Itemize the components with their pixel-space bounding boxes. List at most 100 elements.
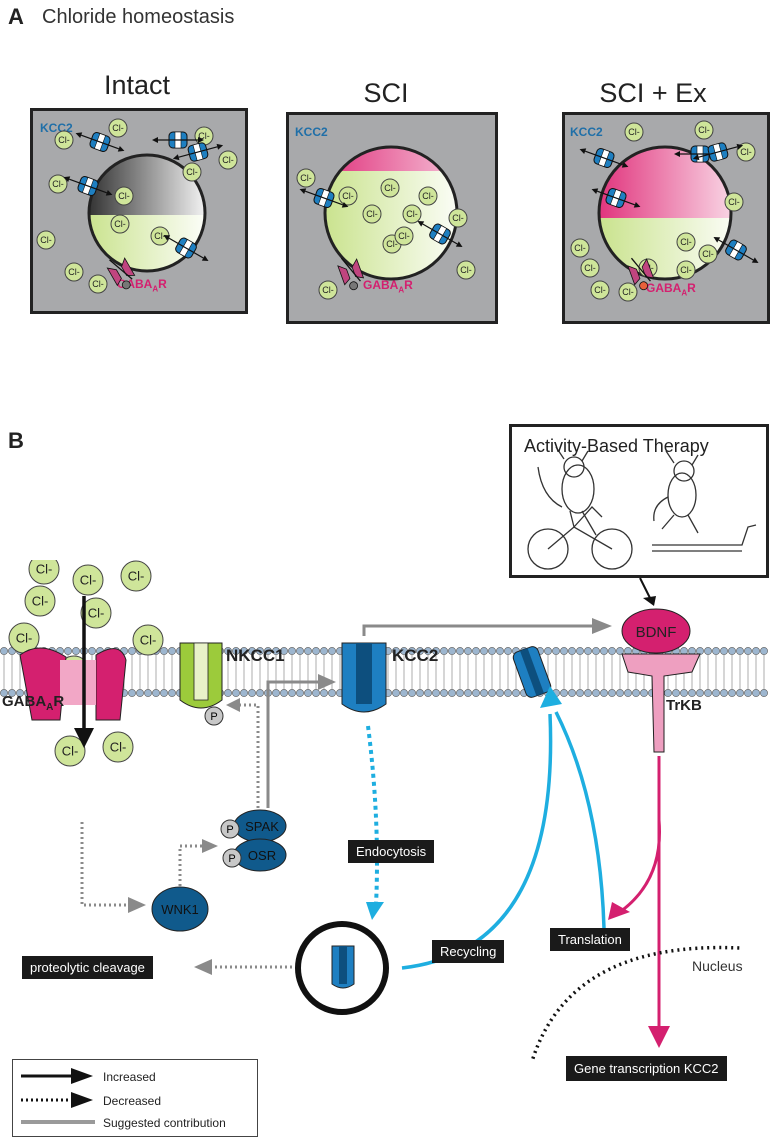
chloride-ion: Cl- <box>296 168 316 188</box>
chloride-ion: Cl- <box>724 192 744 212</box>
wnk1-to-spak-arrowhead <box>202 839 218 853</box>
chloride-ion-label: Cl- <box>406 209 418 219</box>
chloride-ion-label: Cl- <box>114 219 126 229</box>
legend-increased: Increased <box>103 1070 156 1084</box>
kcc2-transporter-icon <box>172 142 224 162</box>
wnk1-label: WNK1 <box>161 902 199 917</box>
gene-transcription-label: Gene transcription KCC2 <box>566 1056 727 1081</box>
chloride-ion-label: Cl- <box>40 235 52 245</box>
chloride-ion: Cl- <box>698 244 718 264</box>
sci-ex-gabaar-label: GABAAR <box>646 281 696 298</box>
chloride-ion: Cl- <box>120 560 152 592</box>
therapy-to-bdnf-arrow <box>639 577 651 599</box>
therapy-title: Activity-Based Therapy <box>524 436 709 456</box>
chloride-ion: Cl- <box>448 208 468 228</box>
chloride-ion-label: Cl- <box>186 167 198 177</box>
chloride-ion-label: Cl- <box>16 631 33 646</box>
proteolysis-arrowhead <box>194 959 212 975</box>
chloride-ion: Cl- <box>48 174 68 194</box>
trkb-label: TrKB <box>666 697 702 714</box>
condition-title-intact: Intact <box>103 70 171 100</box>
legend-suggested: Suggested contribution <box>103 1116 226 1130</box>
translation-to-membrane-path <box>554 711 606 929</box>
chloride-ion: Cl- <box>676 232 696 252</box>
endocytosis-path <box>366 725 379 906</box>
cl-to-wnk1-path <box>80 822 132 907</box>
nucleus-envelope <box>530 945 741 1060</box>
panel-b-diagram: Cl-Cl-Cl-Cl-Cl-Cl-Cl-Cl-Cl-Cl-Cl-PBDNFSP… <box>0 560 768 1060</box>
recycling-label: Recycling <box>432 940 505 963</box>
chloride-ion: Cl- <box>736 142 756 162</box>
chloride-ion-label: Cl- <box>62 744 79 759</box>
kcc2-transporter-icon <box>152 131 204 149</box>
chloride-ion-label: Cl- <box>398 231 410 241</box>
kcc2-label-b: KCC2 <box>392 646 439 665</box>
translation-arrowhead <box>608 902 630 920</box>
chloride-ion: Cl- <box>218 150 238 170</box>
chloride-ion-label: Cl- <box>118 191 130 201</box>
proteolytic-cleavage-label: proteolytic cleavage <box>22 956 153 979</box>
gabaar-receptor-icon <box>337 257 365 291</box>
chloride-ion: Cl- <box>64 262 84 282</box>
chloride-ion-label: Cl- <box>452 213 464 223</box>
chloride-ion-label: Cl- <box>584 263 596 273</box>
kcc2-transporter-icon <box>63 176 113 196</box>
endocytosis-arrowhead <box>366 902 384 920</box>
gene-transcription-arrowhead <box>648 1026 670 1048</box>
chloride-ion: Cl- <box>618 282 638 302</box>
sci-kcc2-label: KCC2 <box>295 125 328 139</box>
translation-label: Translation <box>550 928 630 951</box>
osr-phospho-icon <box>222 848 242 868</box>
chloride-ion-label: Cl- <box>140 633 157 648</box>
chloride-ion-label: Cl- <box>702 249 714 259</box>
activity-therapy-box <box>509 424 769 578</box>
bdnf-label: BDNF <box>636 624 677 641</box>
chloride-ion-label: Cl- <box>58 135 70 145</box>
chloride-ion: Cl- <box>694 120 714 140</box>
legend-decreased: Decreased <box>103 1094 162 1108</box>
kcc2-transporter-icon <box>299 188 349 208</box>
chloride-ion-label: Cl- <box>322 285 334 295</box>
spak-phospho-label: P <box>226 824 233 836</box>
spak-to-kcc2-path <box>266 680 320 808</box>
chloride-ion: Cl- <box>580 258 600 278</box>
chloride-ion-label: Cl- <box>32 594 49 609</box>
chloride-ion-label: Cl- <box>300 173 312 183</box>
chloride-ion-label: Cl- <box>698 125 710 135</box>
chloride-ion: Cl- <box>676 260 696 280</box>
chloride-ion-label: Cl- <box>366 209 378 219</box>
chloride-ion-label: Cl- <box>110 740 127 755</box>
chloride-ion: Cl- <box>80 597 112 629</box>
chloride-ion: Cl- <box>194 126 214 146</box>
cl-to-wnk1-arrowhead <box>128 897 146 913</box>
endocytosis-label: Endocytosis <box>348 840 435 863</box>
chloride-ion-label: Cl- <box>36 562 53 577</box>
chloride-influx-arrowhead <box>74 728 94 748</box>
chloride-ion-label: Cl- <box>80 573 97 588</box>
chloride-ion: Cl- <box>570 238 590 258</box>
chloride-ion-label: Cl- <box>422 191 434 201</box>
chloride-ion-label: Cl- <box>222 155 234 165</box>
bdnf-molecule <box>621 608 691 654</box>
kcc2-to-bdnf-path <box>362 624 596 636</box>
legend-box: Increased Decreased Suggested contributi… <box>12 1059 258 1137</box>
mice-exercise-illustration <box>527 446 757 570</box>
condition-title-sci: SCI <box>363 78 409 108</box>
spak-phospho-icon <box>220 819 240 839</box>
chloride-ion: Cl- <box>394 226 414 246</box>
gabaar-receptor-b <box>19 647 127 721</box>
kcc2-transporter-icon <box>75 132 125 152</box>
nkcc1-phospho-icon <box>204 706 224 726</box>
gabaar-label-b: GABAAR <box>2 693 65 713</box>
chloride-ion-label: Cl- <box>680 265 692 275</box>
chloride-ion-label: Cl- <box>594 285 606 295</box>
chloride-ion-label: Cl- <box>198 131 210 141</box>
chloride-ion: Cl- <box>88 274 108 294</box>
chloride-ion-label: Cl- <box>112 123 124 133</box>
panel-a-overlay: Cl- Cl- Cl- Cl- Cl- Cl- Cl- Cl- Cl- Cl- Cl- Cl- Cl- C… <box>36 118 759 302</box>
chloride-ion: Cl- <box>590 280 610 300</box>
kcc2-internalized-icon <box>331 945 355 989</box>
chloride-ion-label: Cl- <box>622 287 634 297</box>
chloride-ion: Cl- <box>54 130 74 150</box>
chloride-ion: Cl- <box>102 731 134 763</box>
